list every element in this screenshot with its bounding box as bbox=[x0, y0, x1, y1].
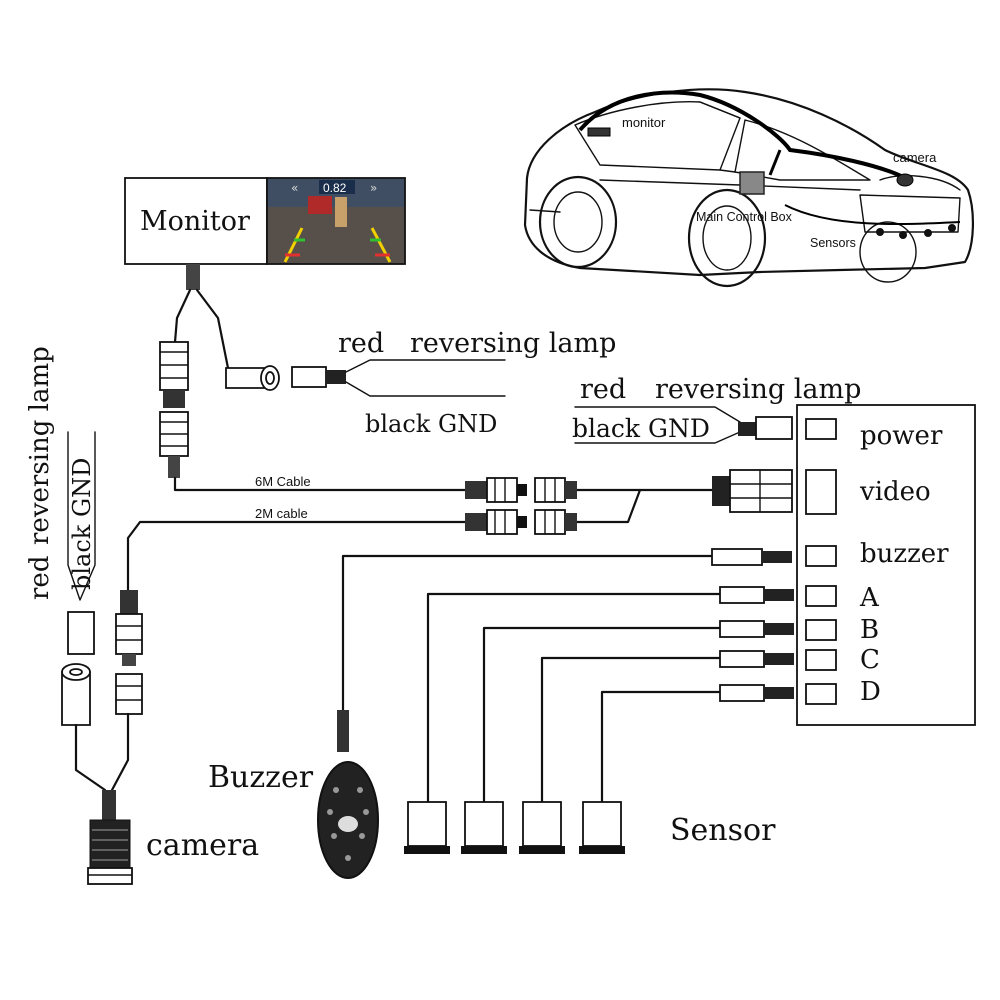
port-buzzer-socket bbox=[805, 545, 837, 567]
port-b-socket bbox=[805, 619, 837, 641]
sensor-label: Sensor bbox=[670, 813, 776, 848]
buzzer-label: Buzzer bbox=[208, 760, 314, 795]
cable-6m-label: 6M Cable bbox=[255, 474, 311, 489]
camera-harness-red-label: red bbox=[25, 556, 55, 600]
video-y-connector bbox=[573, 469, 793, 524]
monitor-harness-reversing-lamp-label: reversing lamp bbox=[410, 328, 616, 359]
sensor-c bbox=[519, 650, 794, 854]
monitor-power-harness bbox=[291, 359, 506, 397]
camera-unit bbox=[87, 790, 133, 885]
port-d-socket bbox=[805, 683, 837, 705]
camera-harness-reversing-lamp-label: reversing lamp bbox=[25, 346, 55, 545]
port-c-label: C bbox=[860, 645, 880, 675]
monitor-screen-readout: 0.82 bbox=[323, 181, 347, 195]
monitor-harness-red-label: red bbox=[338, 328, 384, 359]
car-callout-camera: camera bbox=[893, 150, 937, 165]
sensor-b bbox=[461, 620, 794, 854]
port-power-label: power bbox=[860, 421, 943, 451]
monitor-label: Monitor bbox=[140, 206, 250, 237]
control-box-power-harness bbox=[574, 406, 793, 444]
camera-label: camera bbox=[146, 828, 259, 863]
monitor-screen: 0.82 « » bbox=[266, 177, 406, 265]
car-callout-main-control-box: Main Control Box bbox=[696, 210, 793, 224]
monitor-unit: 0.82 « » bbox=[124, 177, 406, 265]
port-buzzer-label: buzzer bbox=[860, 539, 949, 569]
video-cable-2m bbox=[126, 509, 577, 592]
car-illustration bbox=[523, 88, 975, 288]
buzzer-unit bbox=[317, 548, 792, 879]
power-harness-reversing-lamp-label: reversing lamp bbox=[655, 374, 861, 405]
port-c-socket bbox=[805, 649, 837, 671]
monitor-pigtail bbox=[159, 264, 467, 492]
port-video-socket bbox=[805, 469, 837, 515]
car-callout-sensors: Sensors bbox=[810, 236, 856, 250]
port-b-label: B bbox=[860, 615, 879, 645]
power-harness-gnd-label: black GND bbox=[572, 414, 710, 443]
car-callout-monitor: monitor bbox=[622, 115, 666, 130]
port-a-socket bbox=[805, 585, 837, 607]
sensor-a bbox=[404, 586, 794, 854]
power-harness-red-label: red bbox=[580, 374, 626, 405]
sensor-d bbox=[579, 684, 794, 854]
port-power-socket bbox=[805, 418, 837, 440]
camera-harness-gnd-label: black GND bbox=[68, 458, 96, 590]
port-d-label: D bbox=[860, 677, 881, 707]
video-cable-6m bbox=[465, 477, 577, 503]
monitor-screen-arrows-icon: » bbox=[370, 181, 377, 195]
port-video-label: video bbox=[859, 477, 931, 507]
camera-harness bbox=[61, 431, 143, 792]
main-control-box bbox=[796, 404, 976, 726]
monitor-harness-gnd-label: black GND bbox=[365, 410, 497, 438]
monitor-screen-arrows-icon: « bbox=[291, 181, 298, 195]
port-a-label: A bbox=[859, 583, 880, 613]
cable-2m-label: 2M cable bbox=[255, 506, 308, 521]
